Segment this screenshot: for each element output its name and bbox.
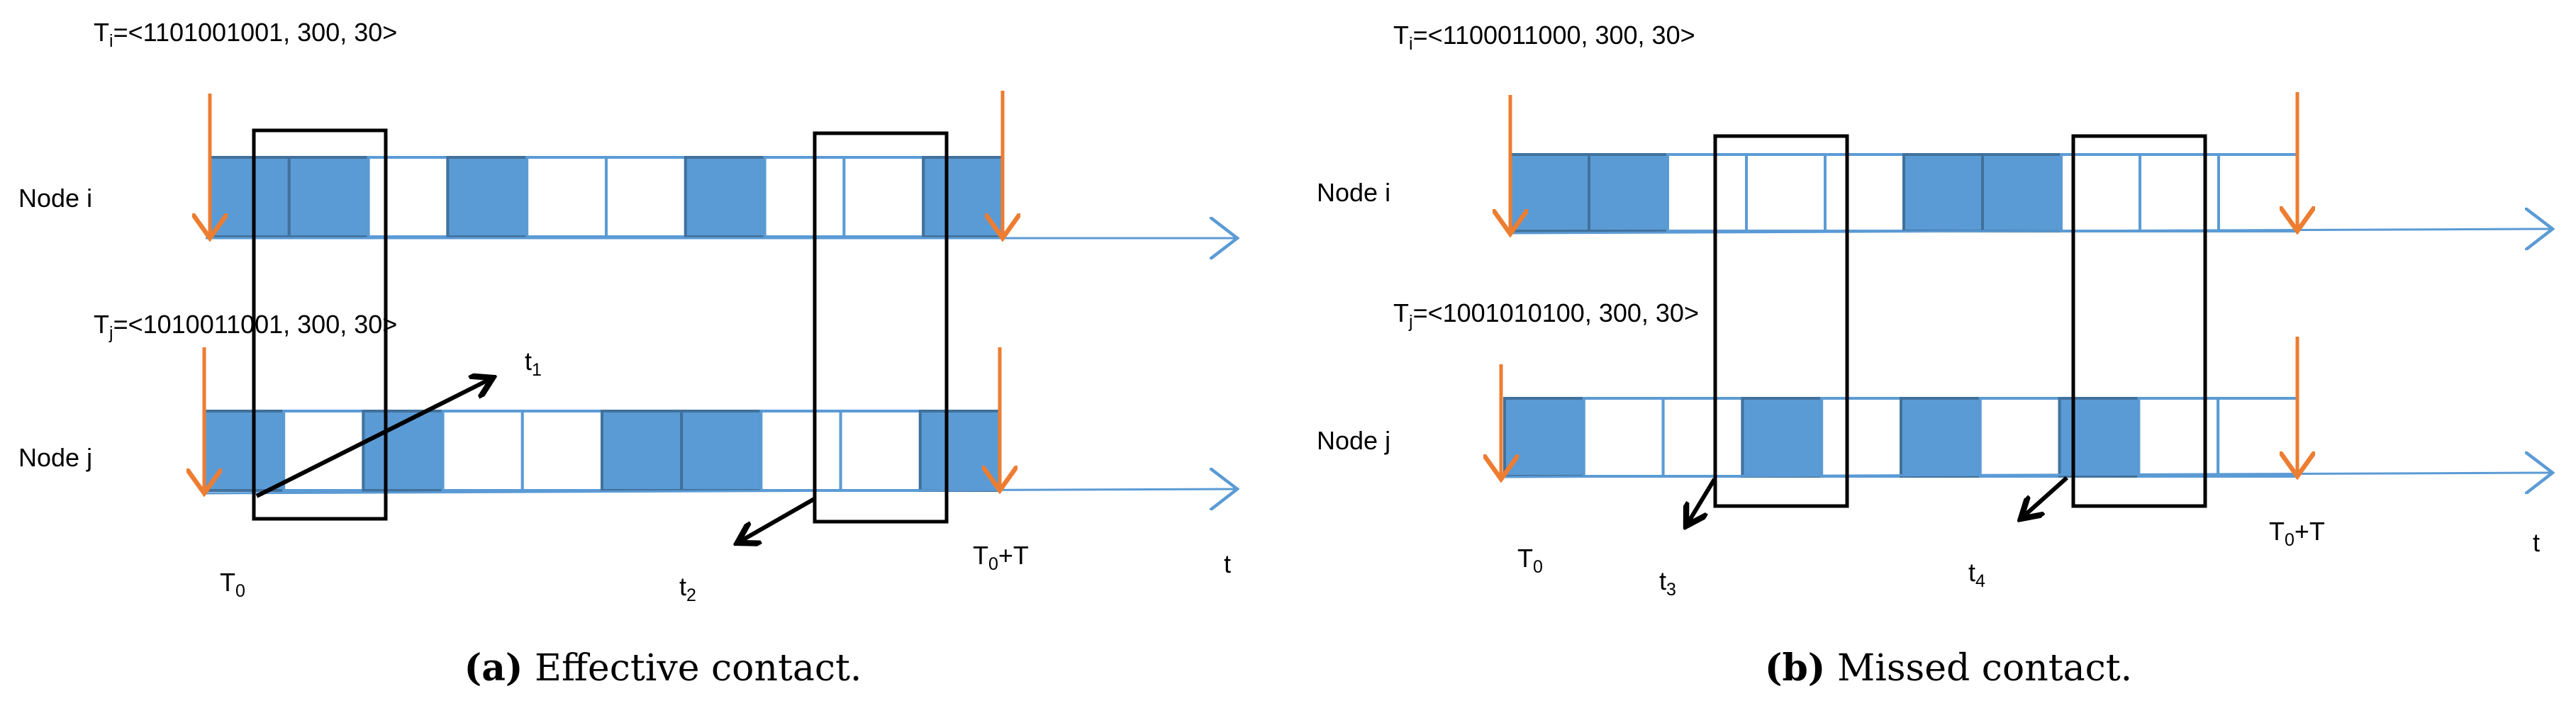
caption-b: (b) Missed contact.: [1765, 646, 2132, 690]
overlap-box-1: [1713, 134, 1849, 508]
node-j-label: Node j: [1317, 426, 1390, 455]
t0-label: T0: [220, 568, 245, 601]
sleep-slot: [2217, 153, 2299, 232]
overlap-box-2: [2071, 134, 2207, 508]
schedule-label-i: Ti=<1101001001, 300, 30>: [94, 18, 397, 51]
active-slot: [918, 410, 1002, 492]
active-slot: [203, 410, 286, 492]
active-slot: [287, 156, 370, 238]
sleep-slot: [525, 156, 608, 238]
sleep-slot: [763, 156, 846, 238]
node-i-label: Node i: [18, 184, 92, 213]
active-slot: [2058, 397, 2141, 478]
node-j-label: Node j: [18, 443, 92, 472]
sleep-slot: [1666, 153, 1748, 232]
t1-label: t1: [525, 347, 542, 380]
panel-a: Ti=<1101001001, 300, 30> Node i Tj=<1010…: [18, 18, 1237, 690]
overlap-box-1: [252, 128, 388, 521]
active-slot: [684, 156, 766, 238]
miss-arrow-t4: [2021, 476, 2068, 519]
schedule-label-i: Ti=<1100011000, 300, 30>: [1393, 21, 1695, 54]
contact-arrow-t1: [255, 378, 493, 498]
active-slot: [1503, 397, 1585, 478]
sleep-slot: [1661, 397, 1744, 478]
active-slot: [1509, 153, 1590, 232]
active-slot: [1902, 153, 1984, 232]
active-slot: [1588, 153, 1669, 232]
overlap-box-2: [813, 131, 949, 524]
sleep-slot: [842, 156, 925, 238]
sleep-slot: [367, 156, 450, 238]
slot-row-node-i: [1509, 153, 2299, 232]
active-slot: [446, 156, 529, 238]
time-axis-node-j: [1504, 473, 2553, 477]
node-i-label: Node i: [1317, 178, 1390, 207]
active-slot: [1900, 397, 1982, 478]
active-slot: [1981, 153, 2063, 232]
sleep-slot: [1745, 153, 1827, 232]
sleep-slot: [1824, 153, 1905, 232]
caption-a: (a) Effective contact.: [464, 646, 862, 690]
panel-b: Ti=<1100011000, 300, 30> Node i Tj=<1001…: [1317, 21, 2553, 690]
t2-label: t2: [679, 572, 696, 605]
sleep-slot: [2217, 397, 2299, 478]
time-axis-label: t: [2533, 528, 2540, 557]
sleep-slot: [605, 156, 687, 238]
time-axis-node-i: [1508, 229, 2553, 233]
active-slot: [208, 156, 291, 238]
active-slot: [1741, 397, 1824, 478]
slot-row-node-i: [208, 156, 1004, 238]
active-slot: [922, 156, 1004, 238]
t0-plus-t-label: T0+T: [973, 541, 1029, 574]
slot-row-node-j: [1503, 397, 2299, 478]
active-slot: [601, 410, 684, 492]
t0-plus-t-label: T0+T: [2269, 517, 2325, 550]
sleep-slot: [759, 410, 842, 492]
sleep-slot: [441, 410, 524, 492]
sleep-slot: [1820, 397, 1902, 478]
t3-label: t3: [1659, 566, 1676, 600]
miss-arrow-t3: [1686, 478, 1717, 526]
sleep-slot: [1582, 397, 1665, 478]
contact-arrow-t2: [737, 496, 817, 543]
schedule-label-j: Tj=<1001010100, 300, 30>: [1393, 298, 1699, 332]
time-axis-label: t: [1224, 549, 1231, 578]
time-axis-node-j: [203, 489, 1237, 493]
slot-row-node-j: [203, 410, 1002, 492]
sleep-slot: [520, 410, 603, 492]
t0-label: T0: [1517, 544, 1543, 577]
t4-label: t4: [1968, 558, 1985, 591]
active-slot: [680, 410, 763, 492]
sleep-slot: [839, 410, 922, 492]
schedule-label-j: Tj=<1010011001, 300, 30>: [94, 310, 397, 343]
sleep-slot: [1978, 397, 2061, 478]
